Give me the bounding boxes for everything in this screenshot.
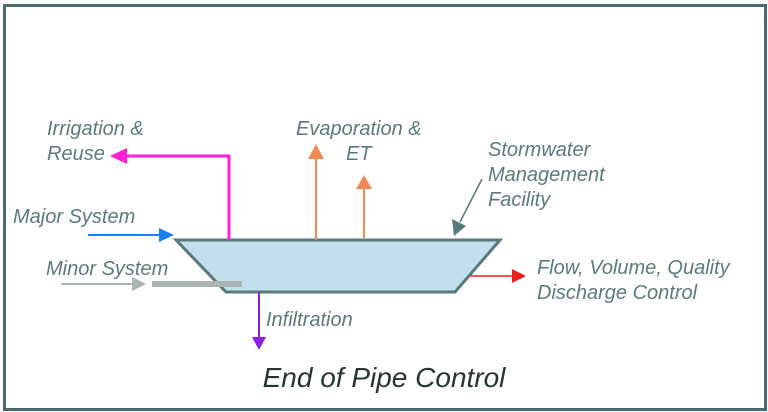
discharge-label: Flow, Volume, Quality Discharge Control [537, 256, 730, 306]
minor-system-label: Minor System [46, 258, 169, 280]
infiltration-arrow [252, 292, 266, 350]
diagram-frame [3, 4, 767, 411]
evaporation-label: Evaporation & ET [296, 117, 422, 167]
facility-label-line-2: Management [488, 164, 605, 186]
evaporation-label-line-1: Evaporation & [296, 118, 422, 140]
facility-label: Stormwater Management Facility [488, 138, 605, 213]
infiltration-label: Infiltration [266, 309, 353, 331]
facility-pointer-arrow [452, 178, 483, 236]
diagram-title: End of Pipe Control [262, 362, 506, 393]
discharge-label-line-1: Flow, Volume, Quality [537, 257, 730, 279]
discharge-arrow [470, 269, 526, 283]
irrigation-label: Irrigation & Reuse [47, 117, 144, 167]
irrigation-arrow [110, 148, 231, 240]
major-system-arrow [88, 228, 174, 242]
discharge-label-line-2: Discharge Control [537, 282, 698, 304]
evaporation-arrow-2 [356, 175, 372, 238]
stormwater-facility-basin [172, 238, 504, 294]
irrigation-label-line-2: Reuse [47, 143, 105, 165]
facility-label-line-1: Stormwater [488, 139, 591, 161]
minor-system-arrow [61, 277, 242, 291]
irrigation-label-line-1: Irrigation & [47, 118, 144, 140]
major-system-label: Major System [13, 206, 136, 228]
evaporation-label-line-2: ET [346, 143, 372, 165]
evaporation-arrow-1 [308, 144, 324, 240]
facility-label-line-3: Facility [488, 189, 551, 211]
